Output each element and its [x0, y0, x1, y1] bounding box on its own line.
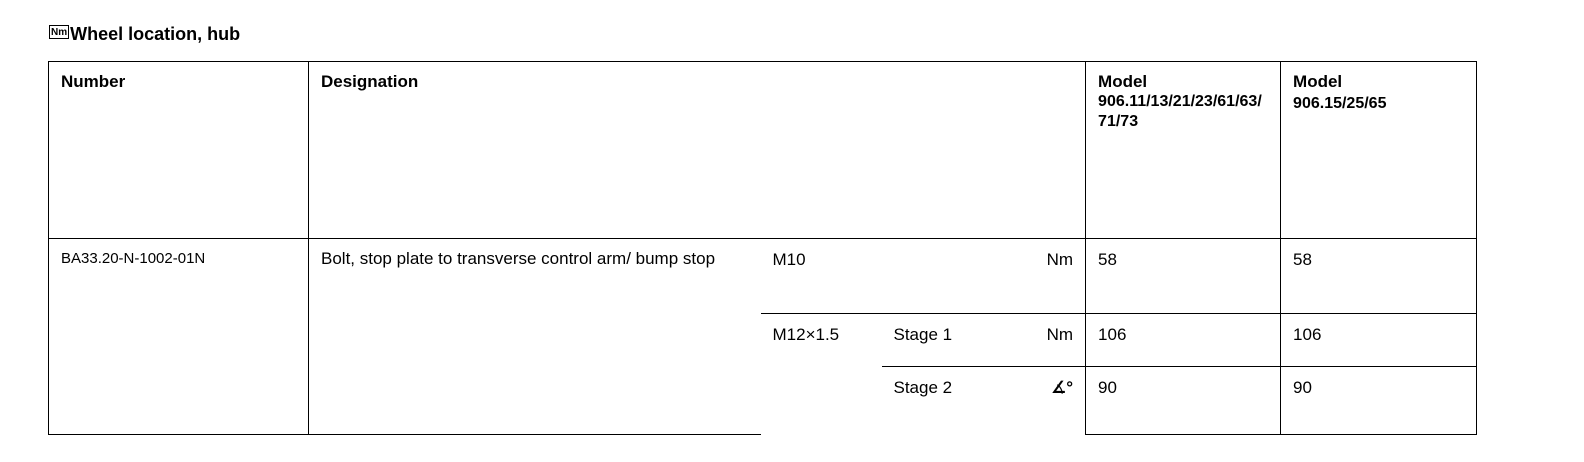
spec-model1-value-1: 58: [1085, 238, 1282, 314]
header-model-1-label: Model: [1098, 72, 1148, 91]
header-model-1: Model 906.11/13/21/23/61/63/71/73: [1085, 61, 1282, 239]
spec-model1-value-2: 106: [1085, 313, 1282, 367]
spec-thread-1: M10: [772, 250, 806, 269]
header-designation: Designation: [307, 61, 1087, 239]
torque-spec-table: Number Designation Model 906.11/13/21/23…: [48, 61, 1478, 435]
spec-model1-value-3: 90: [1085, 366, 1282, 435]
table-row: M12×1.5 Stage 1 Nm 106 106: [49, 313, 1478, 435]
nm-torque-icon: Nm: [49, 25, 70, 39]
table-row: BA33.20-N-1002-01N Bolt, stop plate to t…: [48, 238, 1478, 435]
spec-unit-1: Nm: [1028, 238, 1087, 314]
header-model-2-label: Model: [1293, 72, 1343, 91]
spec-unit-2: Nm: [1028, 313, 1087, 367]
header-model-2: Model 906.15/25/65: [1280, 61, 1478, 239]
section-title-text: Wheel location, hub: [70, 24, 241, 44]
spec-stage-1: Stage 1: [881, 313, 1029, 367]
spec-thread-2: M12×1.5: [760, 313, 882, 435]
row-designation: Bolt, stop plate to transverse control a…: [308, 238, 761, 435]
header-row: Number Designation Model 906.11/13/21/23…: [48, 61, 1478, 239]
section-title: Nm Wheel location, hub: [49, 17, 240, 45]
spec-model2-value-3: 90: [1280, 366, 1478, 435]
header-number: Number: [48, 61, 309, 239]
header-model-2-values: 906.15/25/65: [1293, 95, 1387, 112]
spec-stage-2: Stage 2: [881, 366, 1029, 435]
table-row: Stage 2 ∡° 90 90: [49, 366, 1478, 435]
angle-icon: ∡°: [1028, 366, 1087, 435]
row-number: BA33.20-N-1002-01N: [48, 238, 309, 435]
spec-model2-value-1: 58: [1280, 238, 1478, 314]
header-model-1-values: 906.11/13/21/23/61/63/71/73: [1098, 93, 1262, 130]
spec-model2-value-2: 106: [1280, 313, 1478, 367]
